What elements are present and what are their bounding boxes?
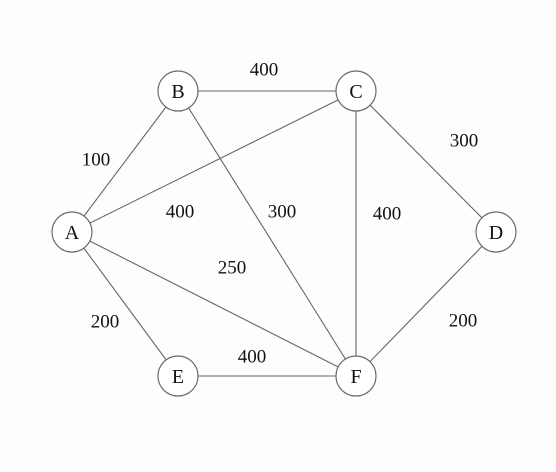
node-c: C [335, 70, 377, 112]
edges-layer [71, 90, 497, 377]
node-label-f: F [350, 366, 361, 388]
edge-labels-layer: 100 400 250 200 400 300 400 300 200 400 [82, 60, 479, 368]
edge-a-e [71, 231, 179, 377]
node-a: A [51, 211, 93, 253]
edge-a-f [71, 231, 357, 377]
node-label-a: A [65, 222, 80, 244]
edge-weight-c-f: 400 [373, 204, 402, 225]
node-circle-f [335, 355, 377, 397]
edge-weight-a-b: 100 [82, 150, 111, 171]
edge-weight-b-c: 400 [250, 60, 279, 81]
node-label-e: E [172, 366, 184, 388]
edge-weight-a-f: 250 [218, 258, 247, 279]
node-e: E [157, 355, 199, 397]
node-circle-c [335, 70, 377, 112]
edge-b-f [177, 90, 357, 377]
edge-weight-b-f: 300 [268, 202, 297, 223]
node-label-d: D [489, 222, 503, 244]
node-circle-e [157, 355, 199, 397]
edge-weight-a-e: 200 [91, 312, 120, 333]
edge-c-d [355, 90, 497, 233]
edge-a-b [71, 90, 179, 233]
node-label-c: C [349, 81, 362, 103]
edge-weight-e-f: 400 [238, 347, 267, 368]
node-circle-d [475, 211, 517, 253]
edge-weight-d-f: 200 [449, 311, 478, 332]
edge-weight-a-c: 400 [166, 202, 195, 223]
node-circle-b [157, 70, 199, 112]
edge-a-c [71, 90, 357, 233]
node-f: F [335, 355, 377, 397]
edge-d-f [355, 231, 497, 377]
node-d: D [475, 211, 517, 253]
edge-weight-c-d: 300 [450, 131, 479, 152]
nodes-layer: A B C D E F [51, 70, 517, 397]
node-circle-a [51, 211, 93, 253]
node-b: B [157, 70, 199, 112]
node-label-b: B [171, 81, 184, 103]
